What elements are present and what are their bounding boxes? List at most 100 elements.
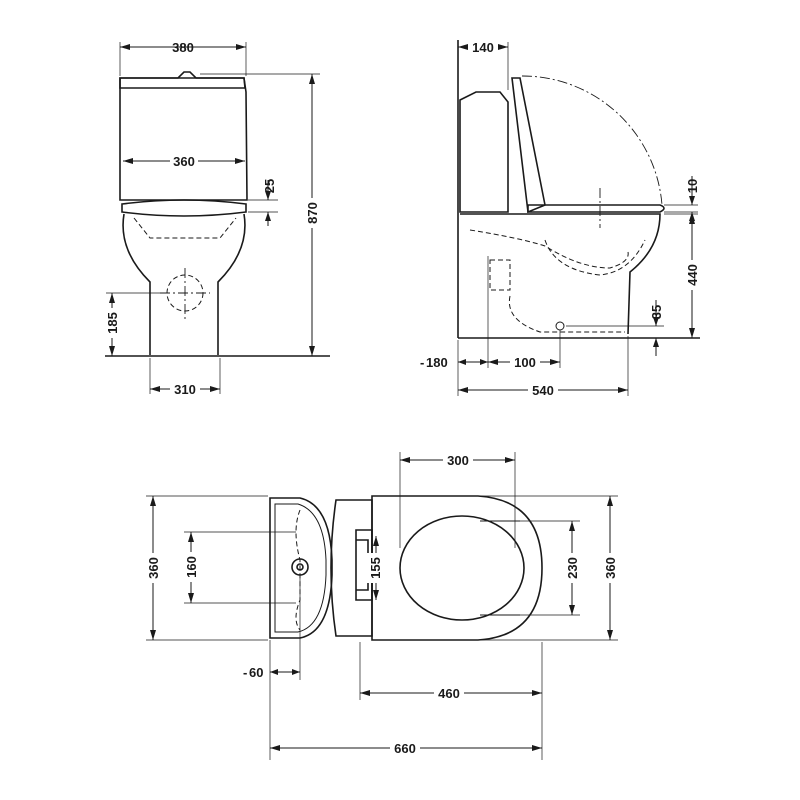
label-mask bbox=[183, 552, 199, 582]
side-bowl bbox=[460, 213, 661, 335]
dim-bowl-length: 460 bbox=[438, 686, 460, 701]
arrowhead bbox=[488, 359, 498, 365]
arrowhead bbox=[653, 338, 659, 347]
front-tank-lid bbox=[119, 71, 246, 89]
front-tank bbox=[119, 77, 248, 201]
arrowhead bbox=[653, 317, 659, 326]
dim-total-depth: 360 bbox=[603, 557, 618, 579]
dim-outlet-height: 185 bbox=[105, 312, 120, 334]
arrowhead bbox=[498, 44, 508, 50]
dim-wall-offset: 180 bbox=[426, 355, 448, 370]
label-mask bbox=[105, 308, 121, 338]
arrowhead bbox=[150, 496, 156, 506]
dim-overall-height: 870 bbox=[305, 202, 320, 224]
side-seat bbox=[527, 204, 665, 213]
label-mask bbox=[510, 353, 540, 369]
arrowhead bbox=[150, 630, 156, 640]
dim-rim-height: 440 bbox=[685, 264, 700, 286]
dim-hinge-width: 155 bbox=[368, 557, 383, 579]
side-trap bbox=[469, 229, 629, 333]
dim-inlet-spacing: 160 bbox=[184, 556, 199, 578]
dim-dash: - bbox=[243, 665, 247, 680]
arrowhead bbox=[188, 532, 194, 542]
arrowhead bbox=[109, 293, 115, 303]
arrowhead bbox=[265, 212, 271, 221]
front-seat bbox=[121, 199, 247, 217]
dim-seat-thickness: 10 bbox=[685, 179, 700, 193]
arrowhead bbox=[532, 745, 542, 751]
dim-opening-depth: 230 bbox=[565, 557, 580, 579]
lid-swing-arc bbox=[521, 75, 663, 206]
arrowhead bbox=[270, 669, 278, 675]
front-bowl bbox=[122, 213, 246, 355]
side-outlet bbox=[555, 321, 565, 331]
arrowhead bbox=[265, 191, 271, 200]
top-bowl-rim-hint bbox=[480, 520, 520, 616]
label-mask bbox=[564, 553, 580, 583]
dim-dash: - bbox=[420, 355, 424, 370]
arrowhead bbox=[309, 74, 315, 84]
arrowhead bbox=[109, 346, 115, 356]
arrowhead bbox=[532, 690, 542, 696]
label-mask bbox=[305, 198, 321, 228]
arrowhead bbox=[210, 386, 220, 392]
arrowhead bbox=[689, 196, 695, 205]
label-mask bbox=[170, 380, 200, 396]
arrowhead bbox=[458, 387, 468, 393]
arrowhead bbox=[689, 328, 695, 338]
top-seat-opening bbox=[399, 515, 525, 621]
top-tank-hidden bbox=[295, 509, 301, 631]
top-tank-inner bbox=[274, 503, 327, 633]
arrowhead bbox=[458, 44, 468, 50]
top-inlet-center bbox=[296, 563, 304, 571]
dim-outlet-spacing: 100 bbox=[514, 355, 536, 370]
dim-overall-depth: 540 bbox=[532, 383, 554, 398]
dim-opening-width: 300 bbox=[447, 453, 469, 468]
dim-wall-gap: 60 bbox=[249, 665, 263, 680]
arrowhead bbox=[480, 359, 488, 365]
label-mask bbox=[434, 684, 464, 700]
arrowhead bbox=[235, 158, 245, 164]
label-mask bbox=[468, 38, 498, 54]
side-lid-raised bbox=[511, 77, 546, 214]
side-tank bbox=[459, 91, 509, 213]
dim-overall-length: 660 bbox=[394, 741, 416, 756]
top-inlet-hole bbox=[291, 558, 309, 576]
arrowhead bbox=[373, 590, 379, 600]
dim-outlet-offset: 35 bbox=[649, 305, 664, 319]
arrowhead bbox=[360, 690, 370, 696]
arrowhead bbox=[188, 593, 194, 603]
dim-tank-depth: 140 bbox=[472, 40, 494, 55]
label-mask bbox=[145, 553, 161, 583]
label-mask bbox=[443, 451, 473, 467]
arrowhead bbox=[505, 457, 515, 463]
top-tank bbox=[269, 497, 333, 639]
front-bowl-inner bbox=[133, 217, 237, 239]
arrowhead bbox=[373, 536, 379, 546]
arrowhead bbox=[309, 346, 315, 356]
label-mask bbox=[366, 553, 382, 583]
dim-seat-width: 360 bbox=[173, 154, 195, 169]
arrowhead bbox=[150, 386, 160, 392]
dim-seat-depth: 360 bbox=[146, 557, 161, 579]
arrowhead bbox=[689, 214, 695, 224]
label-mask bbox=[170, 152, 198, 168]
arrowhead bbox=[569, 521, 575, 531]
arrowhead bbox=[458, 359, 466, 365]
top-seat-outer bbox=[371, 495, 543, 641]
arrowhead bbox=[400, 457, 410, 463]
dim-base-width: 310 bbox=[174, 382, 196, 397]
side-bowl-inner bbox=[544, 239, 646, 276]
arrowhead bbox=[569, 605, 575, 615]
arrowhead bbox=[236, 44, 246, 50]
dim-seat-gap: 25 bbox=[262, 179, 277, 193]
arrowhead bbox=[120, 44, 130, 50]
arrowhead bbox=[550, 359, 560, 365]
label-mask bbox=[602, 553, 618, 583]
label-mask bbox=[528, 381, 558, 397]
arrowhead bbox=[270, 745, 280, 751]
arrowhead bbox=[618, 387, 628, 393]
dim-tank-width: 380 bbox=[172, 40, 194, 55]
arrowhead bbox=[292, 669, 300, 675]
